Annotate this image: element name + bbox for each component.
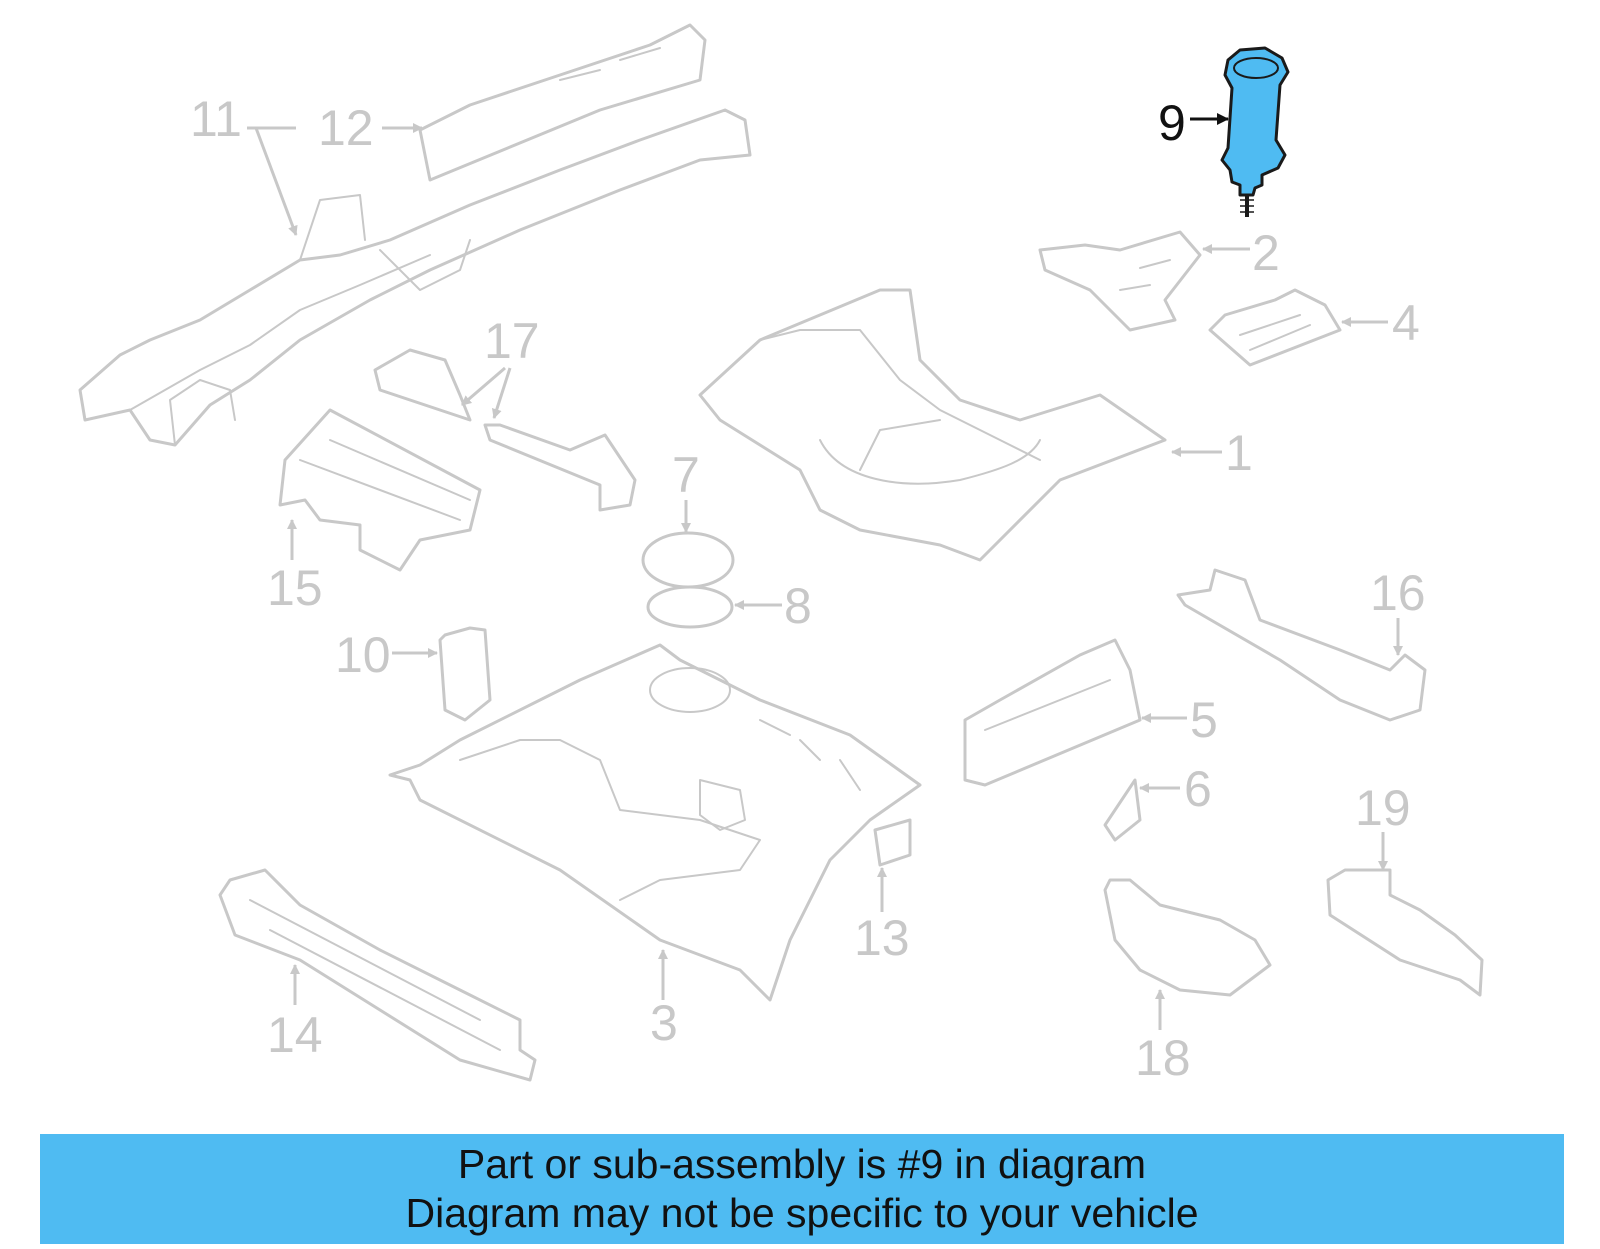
callout-3: 3 <box>650 995 678 1051</box>
callout-13: 13 <box>854 910 910 966</box>
callout-11: 11 <box>190 91 242 147</box>
part-6-clip <box>1103 778 1142 842</box>
callout-6: 6 <box>1184 761 1212 817</box>
part-7-seal <box>641 531 735 589</box>
part-4-plate <box>1208 288 1342 367</box>
part-9-highlighted <box>1220 46 1290 217</box>
part-5-member <box>963 638 1142 787</box>
part-16-rail <box>1176 568 1427 722</box>
info-banner: Part or sub-assembly is #9 in diagram Di… <box>40 1134 1564 1244</box>
part-12-reinforcement <box>418 23 707 182</box>
callout-10: 10 <box>335 627 391 683</box>
callout-9: 9 <box>1158 95 1186 151</box>
callout-8: 8 <box>784 578 812 634</box>
part-15-crossmember <box>278 408 482 572</box>
leader-lines <box>247 113 1403 1030</box>
part-1-rear-floor <box>698 288 1167 562</box>
callout-14: 14 <box>267 1007 323 1063</box>
callout-7: 7 <box>672 447 700 503</box>
part-2-bracket <box>1038 230 1202 332</box>
part-18-cover <box>1103 878 1272 997</box>
callout-1: 1 <box>1225 425 1253 481</box>
callout-15: 15 <box>267 560 323 616</box>
callout-4: 4 <box>1392 295 1420 351</box>
part-13-plate <box>873 818 912 867</box>
part-14-rail <box>218 868 537 1082</box>
part-17-bracket <box>373 348 637 512</box>
part-10-bracket <box>438 626 492 722</box>
callout-12: 12 <box>318 100 374 156</box>
callout-17: 17 <box>484 313 540 369</box>
callout-2: 2 <box>1252 225 1280 281</box>
callout-18: 18 <box>1135 1030 1191 1086</box>
banner-line-2: Diagram may not be specific to your vehi… <box>405 1190 1199 1236</box>
part-11-rail <box>78 108 752 447</box>
callout-16: 16 <box>1370 565 1426 621</box>
part-3-floor-pan <box>388 643 922 1002</box>
callout-19: 19 <box>1355 780 1411 836</box>
part-19-bracket <box>1326 868 1484 997</box>
callout-5: 5 <box>1190 692 1218 748</box>
banner-line-1: Part or sub-assembly is #9 in diagram <box>457 1141 1147 1187</box>
part-8-seal <box>646 585 734 629</box>
